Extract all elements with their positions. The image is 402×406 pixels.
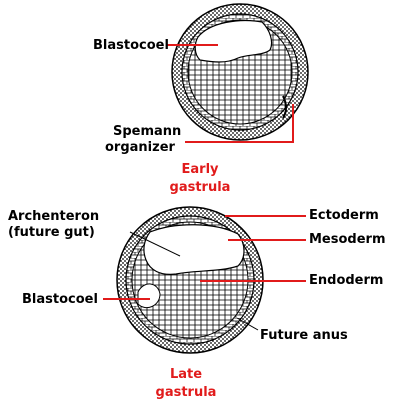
archenteron-cavity: [143, 224, 245, 275]
early-gastrula: [167, 3, 309, 143]
spemann-label: Spemann organizer: [105, 124, 181, 156]
archenteron-label: Archenteron (future gut): [8, 209, 99, 241]
early-gastrula-title: Early gastrula: [145, 161, 255, 197]
mesoderm-label: Mesoderm: [309, 232, 386, 247]
spemann-label-line2: organizer: [105, 140, 175, 155]
archenteron-label-line2: (future gut): [8, 225, 95, 240]
endoderm-label: Endoderm: [309, 273, 384, 288]
early-title-line2: gastrula: [169, 180, 231, 195]
early-blastocoel-label: Blastocoel: [93, 38, 169, 53]
early-title-line1: Early: [181, 162, 219, 177]
spemann-label-line1: Spemann: [113, 124, 182, 139]
early-blastocoel-cavity: [194, 19, 273, 63]
late-title-line2: gastrula: [155, 385, 217, 400]
archenteron-label-line1: Archenteron: [8, 209, 100, 224]
late-blastocoel-label: Blastocoel: [22, 292, 98, 307]
late-gastrula: [103, 206, 306, 354]
spemann-organizer-lip: [282, 95, 287, 119]
ectoderm-label: Ectoderm: [309, 208, 379, 223]
archenteron-leader: [129, 231, 181, 257]
late-title-line1: Late: [169, 367, 203, 382]
late-gastrula-title: Late gastrula: [131, 366, 241, 402]
future-anus-leader: [236, 317, 259, 331]
spemann-leader: [185, 104, 294, 143]
late-blastocoel-cavity: [137, 283, 161, 309]
future-anus-label: Future anus: [260, 328, 348, 343]
